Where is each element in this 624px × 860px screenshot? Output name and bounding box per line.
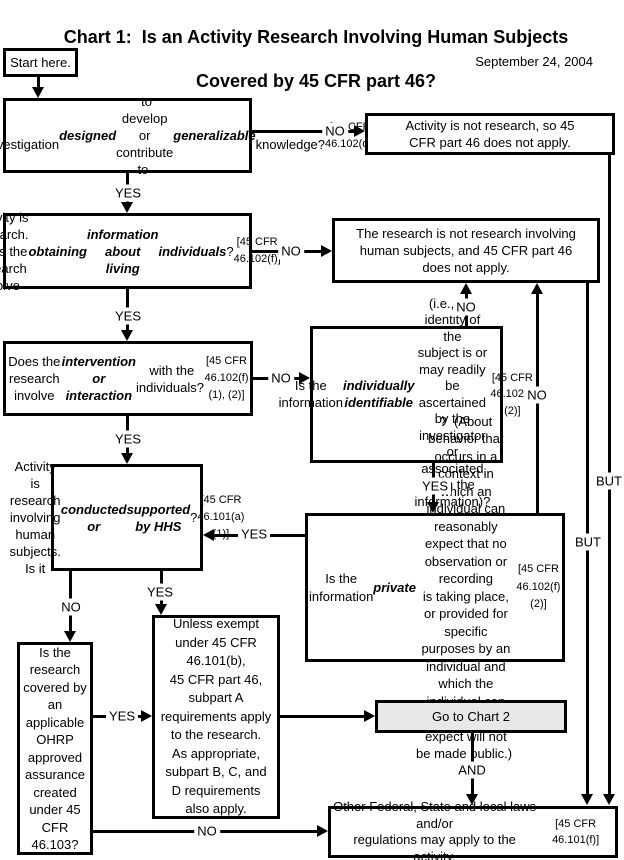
arrowhead-hhs-yes (155, 604, 167, 615)
arrowhead-hhs-no (64, 631, 76, 642)
node-q1-systematic-investigation: Is the activity a systematicinvestigatio… (0, 94, 376, 177)
arrowhead-ii-yes (427, 502, 439, 513)
chart-date: September 24, 2004 (475, 54, 593, 69)
arrowhead-chart2-and (466, 794, 478, 805)
chart-title: Chart 1: Is an Activity Research Involvi… (0, 4, 612, 114)
arrowhead-q2-yes (121, 330, 133, 341)
edge-label-private-yes: YES (237, 525, 271, 543)
arrowhead-private-yes (203, 529, 214, 541)
edge-label-q1-yes: YES (111, 184, 145, 202)
edge-label-and: AND (455, 761, 489, 779)
edge-label-private-no: NO (524, 386, 550, 404)
arrowhead-but-left (581, 794, 593, 805)
arrowhead-q2-no (321, 245, 332, 257)
node-other-laws-may-apply: Other Federal, State and local laws and/… (328, 799, 618, 860)
edge-label-but-left: BUT (572, 533, 604, 551)
edge-label-hhs-no: NO (58, 598, 84, 616)
edge-label-q3-no: NO (268, 369, 294, 387)
chart-title-line2: Covered by 45 CFR part 46? (195, 71, 437, 91)
chart-title-line1: Chart 1: Is an Activity Research Involvi… (63, 27, 569, 47)
arrowhead-assurance-no (317, 825, 328, 837)
edge-label-but-right: BUT (593, 472, 624, 490)
arrowhead-q3-no (299, 372, 310, 384)
arrowhead-exempt-to-chart2 (364, 710, 375, 722)
connector-exempt-to-chart2 (280, 715, 366, 718)
arrowhead-assurance-yes (141, 710, 152, 722)
edge-label-hhs-yes: YES (143, 583, 177, 601)
arrowhead-q3-yes (121, 453, 133, 464)
arrowhead-start-to-q1 (32, 87, 44, 98)
arrowhead-q1-yes (121, 202, 133, 213)
edge-label-ii-no: NO (453, 298, 479, 316)
node-start-here: Start here. (3, 48, 78, 77)
node-go-to-chart-2: Go to Chart 2 (375, 700, 567, 733)
edge-label-q2-no: NO (278, 242, 304, 260)
edge-label-assurance-no: NO (194, 822, 220, 840)
edge-label-q2-yes: YES (111, 307, 145, 325)
connector-q1-no (252, 130, 356, 133)
arrowhead-but-right (603, 794, 615, 805)
arrowhead-private-no-up (531, 283, 543, 294)
edge-label-ii-yes: YES (418, 477, 452, 495)
arrowhead-q1-no (354, 125, 365, 137)
connector-start-to-q1 (37, 77, 40, 91)
edge-label-assurance-yes: YES (105, 707, 139, 725)
arrowhead-ii-no-up (460, 283, 472, 294)
edge-label-q1-no: NO (322, 122, 348, 140)
node-q5-information-private: Is the information private? (Aboutbehavi… (305, 414, 565, 761)
edge-label-q3-yes: YES (111, 430, 145, 448)
